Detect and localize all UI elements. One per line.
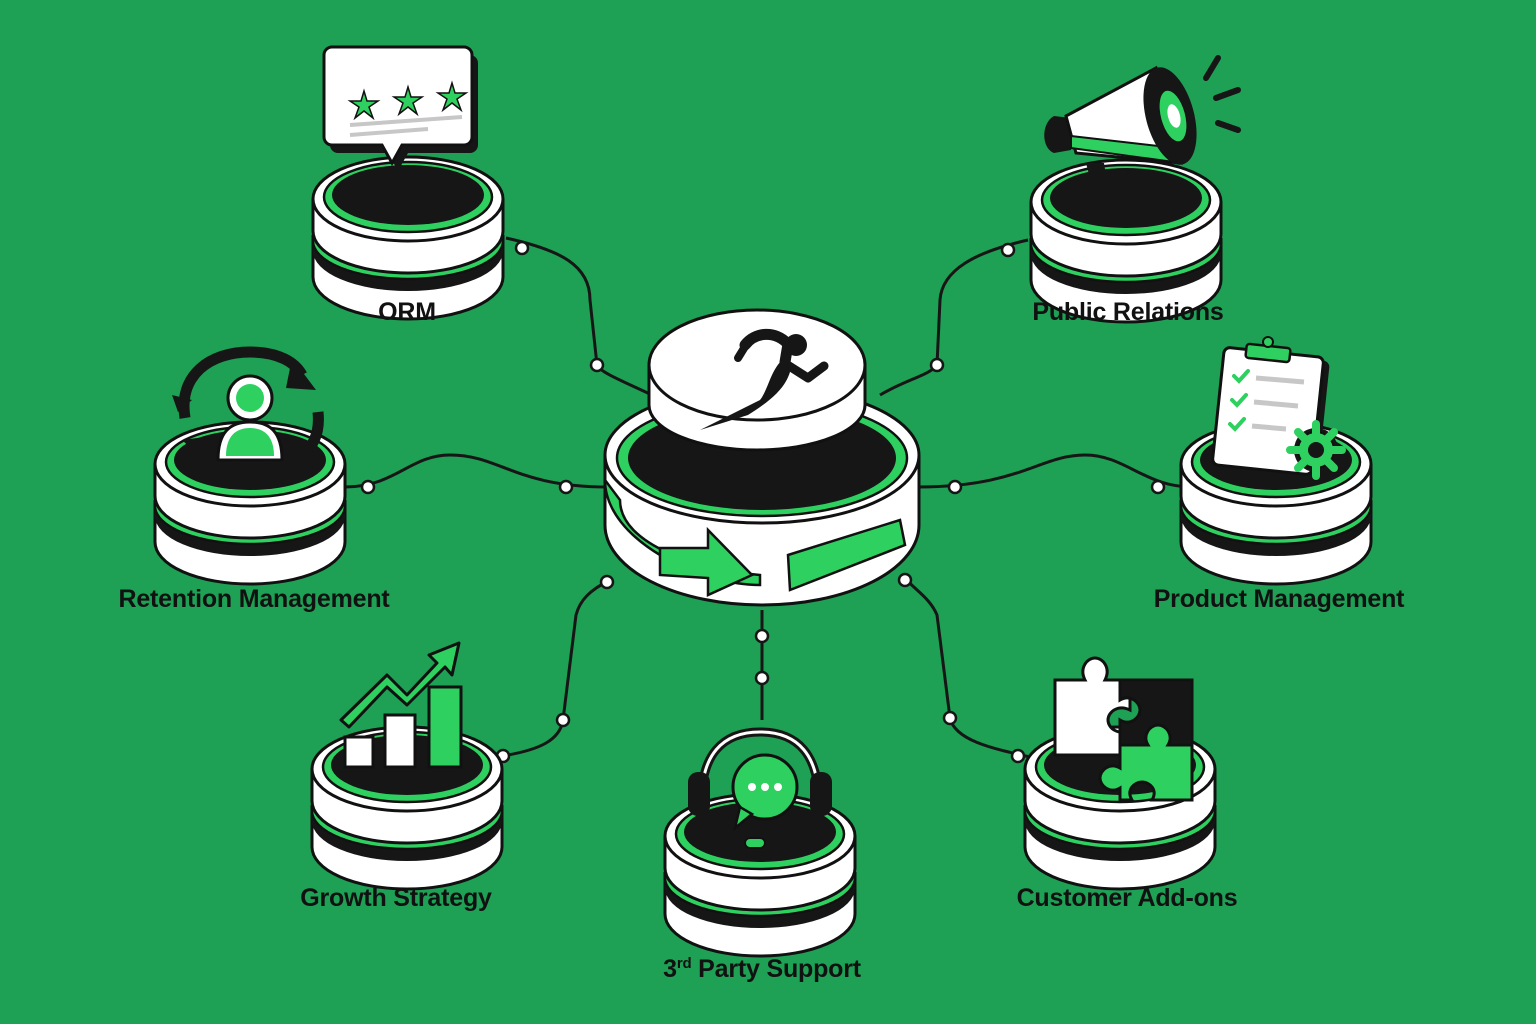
cycle-arrow-left-icon	[658, 526, 755, 597]
runner-icon	[700, 328, 829, 430]
growth-node	[310, 641, 504, 891]
retention-label: Retention Management	[118, 585, 390, 613]
product-node	[1179, 336, 1373, 586]
support-label-rest: Party Support	[691, 955, 861, 983]
support-label-sup: rd	[676, 955, 692, 972]
support-label: 3rd Party Support	[663, 955, 861, 984]
megaphone-icon	[1044, 55, 1241, 201]
orm-node	[311, 45, 505, 321]
central-hub	[603, 308, 921, 607]
growth-label: Growth Strategy	[300, 884, 492, 912]
product-label: Product Management	[1153, 585, 1405, 613]
orm-label: ORM	[378, 298, 436, 326]
public-relations-label: Public Relations	[1032, 298, 1224, 326]
headset-chat-icon	[688, 727, 832, 849]
connector-dots	[360, 240, 1166, 764]
clipboard-gear-icon	[1211, 336, 1346, 480]
user-cycle-icon	[172, 346, 324, 476]
support-node	[663, 727, 857, 958]
review-stars-icon	[322, 45, 478, 171]
support-label-main: 3	[663, 955, 677, 983]
retention-node	[153, 346, 347, 586]
public-relations-node	[1029, 55, 1241, 324]
addons-label: Customer Add-ons	[1016, 884, 1238, 912]
cycle-arrow-right-icon	[786, 518, 907, 592]
growth-chart-icon	[339, 641, 463, 769]
addons-node	[1023, 656, 1217, 891]
puzzle-icon	[1053, 656, 1194, 802]
